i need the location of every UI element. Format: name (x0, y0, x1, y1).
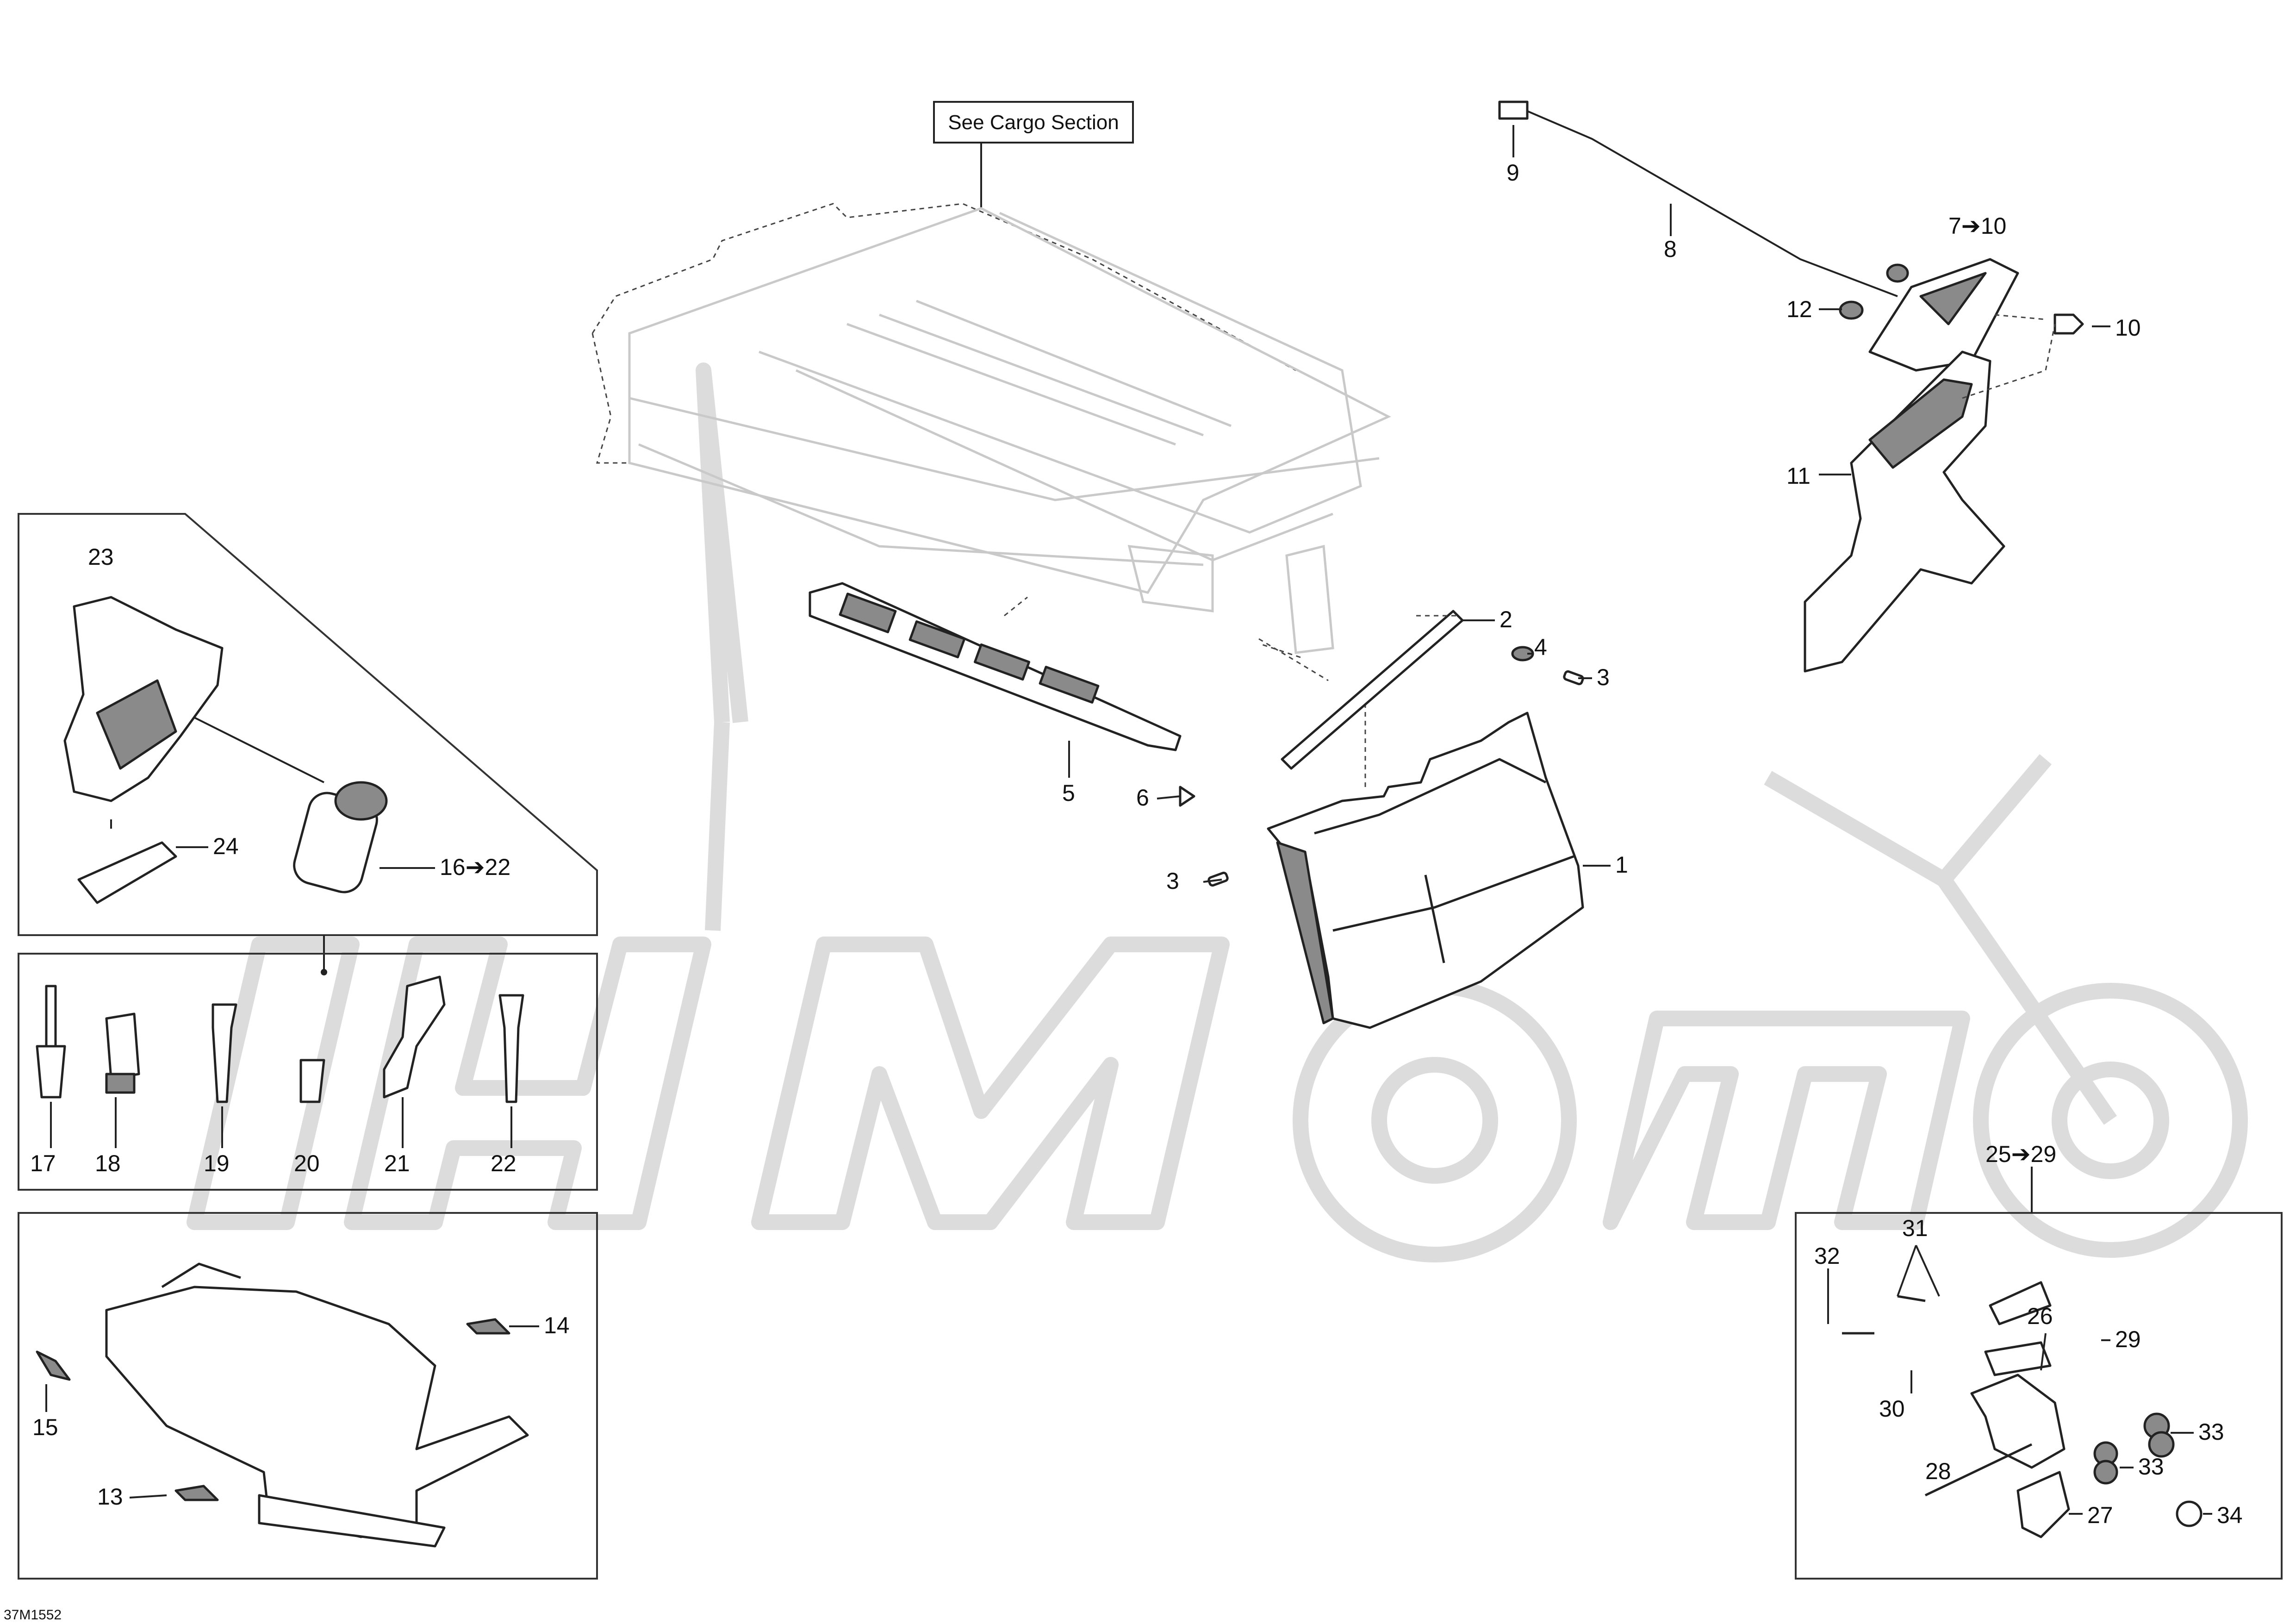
callout-31: 31 (1902, 1215, 1928, 1241)
reference-label: See Cargo Section (948, 111, 1119, 134)
callout-18: 18 (95, 1150, 121, 1176)
callout-7-10: 7➔10 (1948, 213, 2006, 239)
callout-12: 12 (1786, 296, 1812, 322)
part-6-screw (1179, 786, 1195, 807)
panel-vehicle-decals (18, 1212, 598, 1580)
callout-29: 29 (2115, 1326, 2141, 1352)
callout-6: 6 (1136, 785, 1149, 811)
callout-33-upper: 33 (2198, 1419, 2224, 1445)
part-10-bulb (2053, 313, 2084, 335)
callouts: 1 2 3 3 4 5 6 7➔10 8 9 10 11 12 13 14 15… (30, 160, 2243, 1528)
callout-32: 32 (1814, 1243, 1840, 1269)
part-7-taillight (1868, 258, 2019, 372)
callout-34: 34 (2217, 1502, 2243, 1528)
part-3-rivet-upper (1563, 670, 1584, 686)
panel-toolkit-bag (18, 513, 598, 975)
drawing-code: 37M1552 (4, 1607, 62, 1623)
part-12-grommet (1839, 300, 1864, 320)
callout-2: 2 (1500, 606, 1512, 632)
part-2-bracket (1281, 610, 1464, 770)
callout-16-22: 16➔22 (440, 854, 510, 880)
callout-24: 24 (213, 833, 239, 859)
callout-25-29: 25➔29 (1985, 1141, 2056, 1167)
callout-19: 19 (204, 1150, 230, 1176)
callout-5: 5 (1062, 780, 1075, 806)
callout-21: 21 (384, 1150, 410, 1176)
callout-3-lower: 3 (1166, 868, 1179, 894)
callout-23: 23 (88, 544, 114, 570)
cargo-rack-ghost (591, 203, 1391, 654)
callout-13: 13 (97, 1484, 123, 1510)
callout-leaders (45, 125, 2212, 1515)
panel-tools (18, 953, 598, 1191)
callout-3-upper: 3 (1597, 664, 1610, 690)
callout-30: 30 (1879, 1396, 1905, 1422)
panel-hitch (1795, 1212, 2283, 1580)
callout-28: 28 (1925, 1458, 1951, 1484)
cargo-reference-box: See Cargo Section (933, 101, 1134, 208)
callout-10: 10 (2115, 315, 2141, 341)
part-1-snowflap (1258, 638, 1584, 1029)
callout-9: 9 (1506, 160, 1519, 186)
callout-14: 14 (544, 1312, 570, 1338)
callout-4: 4 (1534, 634, 1547, 660)
part-5-side-strip (809, 582, 1182, 751)
callout-11: 11 (1786, 463, 1811, 489)
part-4-washer (1511, 646, 1534, 662)
callout-8: 8 (1664, 236, 1677, 262)
callout-17: 17 (30, 1150, 56, 1176)
callout-33-lower: 33 (2138, 1454, 2164, 1480)
callout-15: 15 (32, 1414, 58, 1440)
callout-20: 20 (294, 1150, 320, 1176)
callout-22: 22 (491, 1150, 516, 1176)
callout-27: 27 (2087, 1502, 2113, 1528)
callout-26: 26 (2027, 1303, 2053, 1329)
callout-1: 1 (1615, 852, 1628, 878)
watermark-logo (187, 362, 2248, 1262)
part-11-light-housing (1804, 314, 2056, 673)
part-8-wire-harness (1498, 100, 1898, 297)
